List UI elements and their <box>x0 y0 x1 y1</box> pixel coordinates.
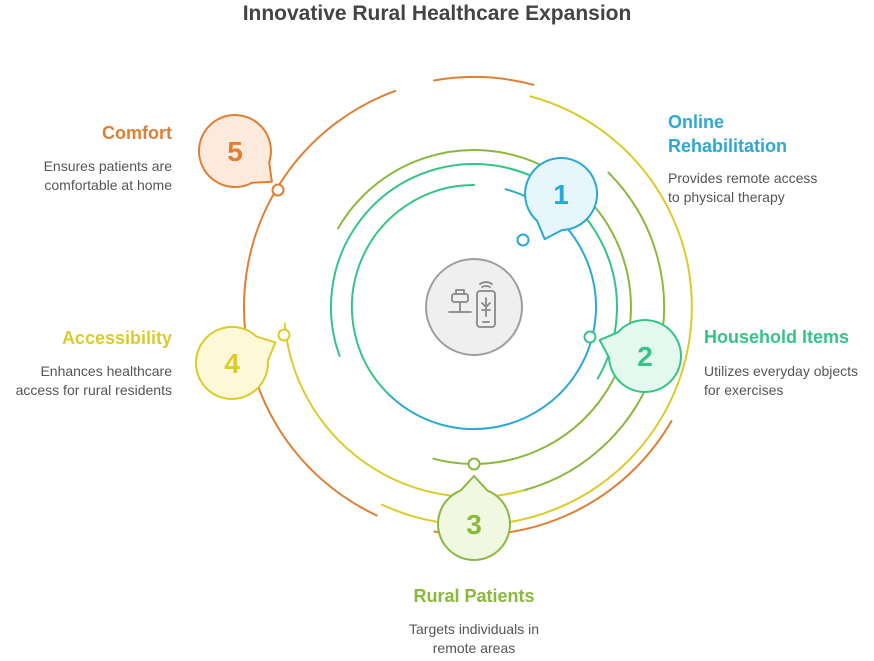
badge-4: 4 <box>194 326 291 400</box>
label-description-household-items: Utilizes everyday objects for exercises <box>704 362 872 400</box>
label-description-accessibility: Enhances healthcare access for rural resi… <box>2 362 172 400</box>
connector-dot <box>467 457 481 471</box>
badge-bubble <box>524 157 599 241</box>
description-line: remote areas <box>432 640 516 656</box>
label-title-household-items: Household Items <box>704 325 872 349</box>
badge-bubble <box>197 114 273 188</box>
badge-bubble <box>194 326 277 400</box>
description-line: comfortable at home <box>44 177 172 193</box>
label-description-comfort: Ensures patients are comfortable at home <box>2 157 172 195</box>
description-line: to physical therapy <box>668 189 785 205</box>
badge-number: 4 <box>224 348 240 379</box>
description-line: Enhances healthcare <box>40 363 172 379</box>
title-line: Comfort <box>102 123 172 143</box>
badge-5: 5 <box>197 114 285 197</box>
arc-2 <box>350 184 475 395</box>
arc-2 <box>329 163 618 380</box>
badge-number: 5 <box>227 136 243 167</box>
badge-2: 2 <box>583 319 682 394</box>
telemedicine-device-icon <box>448 281 496 328</box>
connector-dot <box>516 233 530 247</box>
label-description-rural-patients: Targets individuals in remote areas <box>360 620 588 658</box>
description-line: Provides remote access <box>668 170 818 186</box>
badge-number: 2 <box>637 341 653 372</box>
label-description-online-rehabilitation: Provides remote access to physical therap… <box>668 169 858 207</box>
label-title-accessibility: Accessibility <box>2 326 172 350</box>
arc-3 <box>337 149 632 466</box>
arc-5 <box>242 89 397 517</box>
badge-3: 3 <box>437 457 511 562</box>
connector-dot <box>583 330 597 344</box>
connector-dot <box>277 328 291 342</box>
center-hub <box>425 258 523 356</box>
description-line: Targets individuals in <box>409 621 539 637</box>
title-line: Online <box>668 112 725 132</box>
label-title-comfort: Comfort <box>2 121 172 145</box>
title-line: Household Items <box>704 327 850 347</box>
description-line: access for rural residents <box>15 382 172 398</box>
title-line: Rehabilitation <box>668 136 788 156</box>
number-badges: 1 2 3 4 5 <box>194 114 682 562</box>
description-line: for exercises <box>704 382 784 398</box>
connector-dot <box>271 183 285 197</box>
page-title: Innovative Rural Healthcare Expansion <box>242 2 632 25</box>
description-line: Utilizes everyday objects <box>704 363 859 379</box>
label-title-rural-patients: Rural Patients <box>360 584 588 608</box>
title-line: Rural Patients <box>413 586 535 606</box>
badge-bubble <box>598 319 682 394</box>
badge-number: 1 <box>553 179 569 210</box>
center-circle <box>425 258 523 356</box>
badge-1: 1 <box>516 157 599 247</box>
title-line: Accessibility <box>61 328 172 348</box>
badge-number: 3 <box>466 509 482 540</box>
arc-5 <box>433 76 535 86</box>
badge-bubble <box>437 475 511 562</box>
description-line: Ensures patients are <box>43 158 172 174</box>
